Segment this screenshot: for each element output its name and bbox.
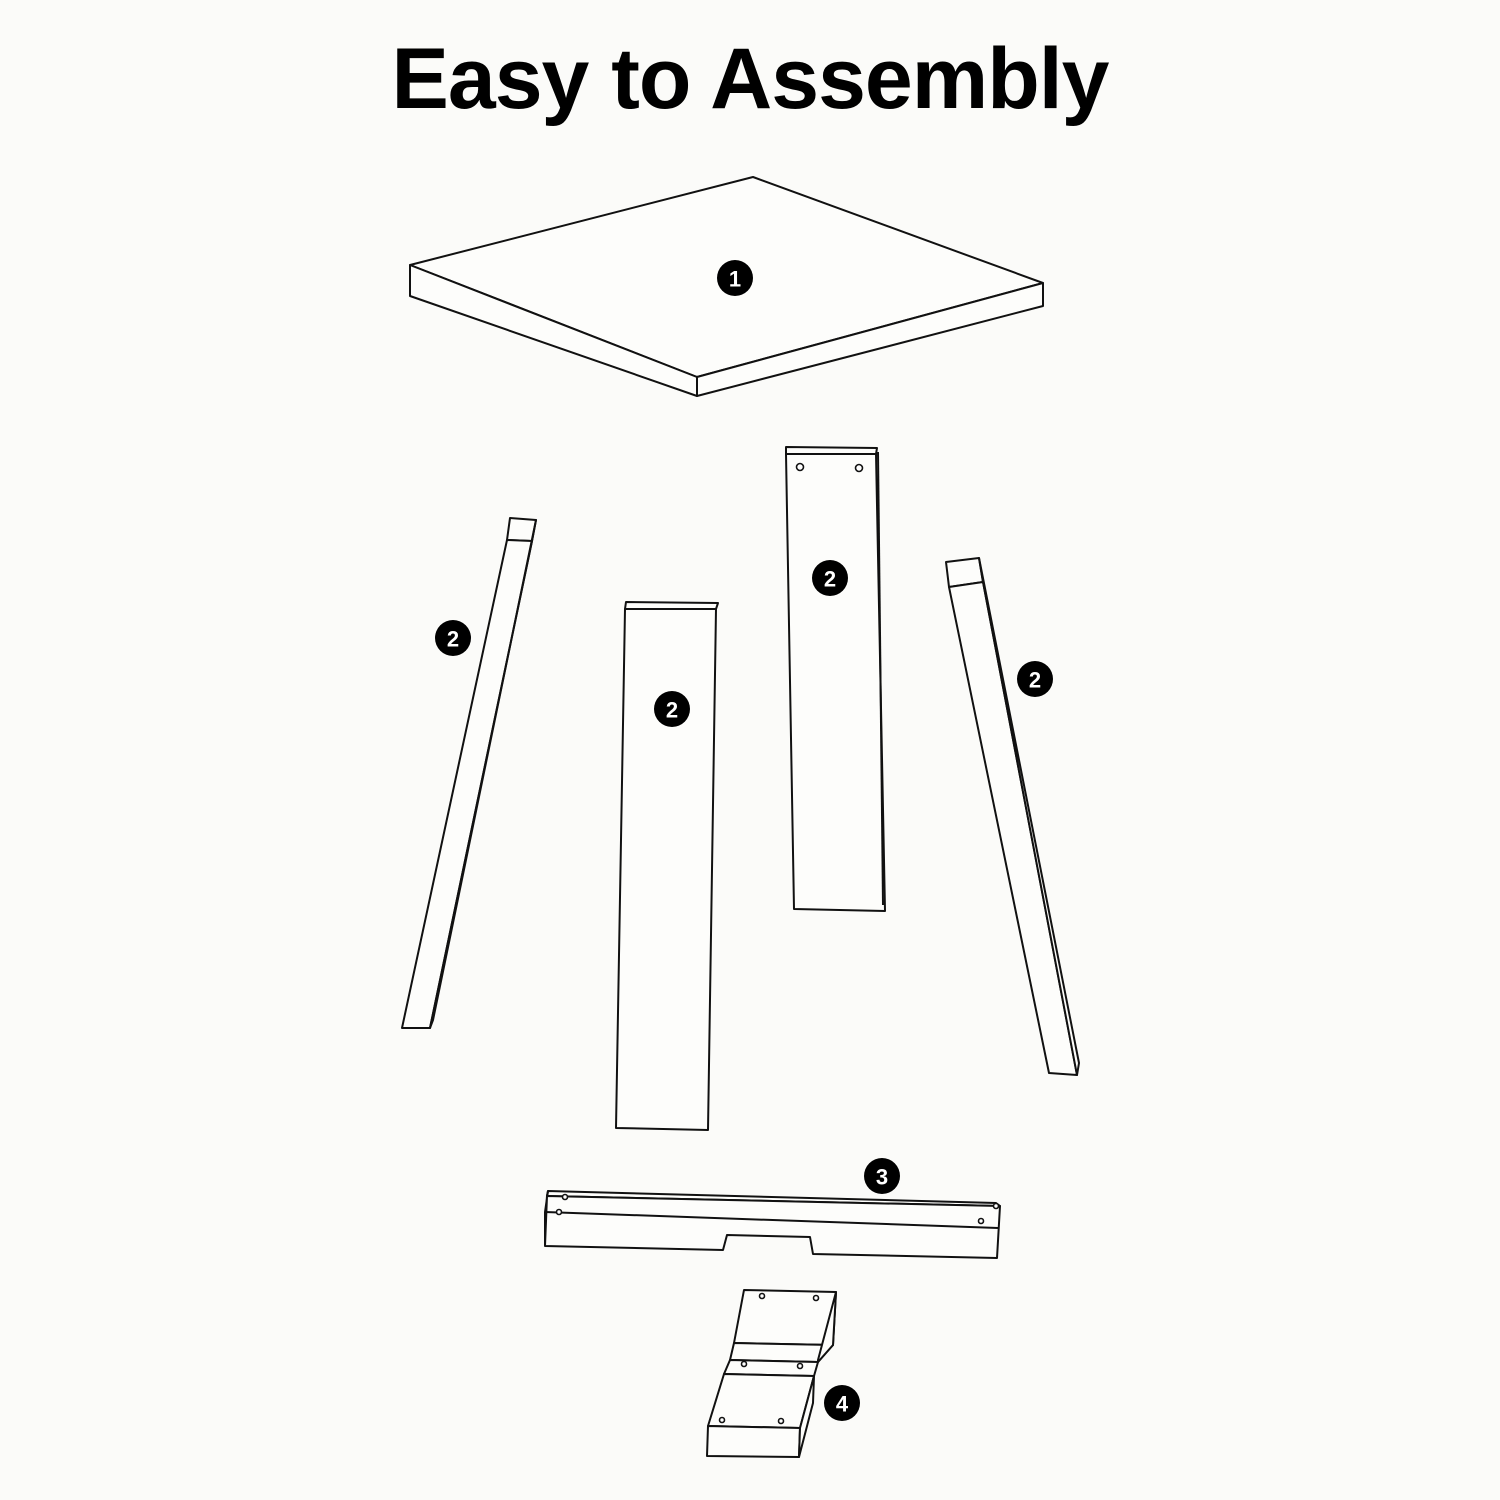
part-number: 2: [447, 627, 459, 652]
screw-hole: [854, 463, 864, 473]
part-number-badge: 2: [435, 620, 471, 656]
part-leg-front-wide: 2: [615, 601, 719, 1131]
screw-hole: [777, 1417, 785, 1425]
part-number-badge: 2: [654, 691, 690, 727]
screw-hole: [992, 1202, 1000, 1210]
part-tabletop: 1: [409, 176, 1044, 397]
part-leg-back-wide: 2: [785, 446, 886, 912]
part-leg-left-thin: 2: [401, 517, 537, 1029]
part-number: 4: [836, 1392, 849, 1417]
screw-hole: [795, 462, 805, 472]
part-crossbar: 3: [544, 1158, 1001, 1259]
part-number: 2: [824, 567, 836, 592]
screw-hole: [561, 1193, 569, 1201]
page-title: Easy to Assembly: [391, 31, 1110, 127]
screw-hole: [812, 1294, 820, 1302]
part-foot-block: 4: [706, 1289, 860, 1458]
part-number: 2: [666, 698, 678, 723]
part-number: 3: [876, 1165, 888, 1190]
screw-hole: [796, 1362, 804, 1370]
screw-hole: [758, 1292, 766, 1300]
part-number-badge: 2: [812, 560, 848, 596]
part-number-badge: 1: [717, 260, 753, 296]
screw-hole: [740, 1360, 748, 1368]
part-number: 1: [729, 267, 741, 292]
screw-hole: [555, 1208, 563, 1216]
part-number-badge: 2: [1017, 661, 1053, 697]
part-leg-right-thin: 2: [945, 557, 1080, 1076]
part-number: 2: [1029, 668, 1041, 693]
screw-hole: [977, 1217, 985, 1225]
part-number-badge: 3: [864, 1158, 900, 1194]
screw-hole: [718, 1416, 726, 1424]
part-number-badge: 4: [824, 1385, 860, 1421]
